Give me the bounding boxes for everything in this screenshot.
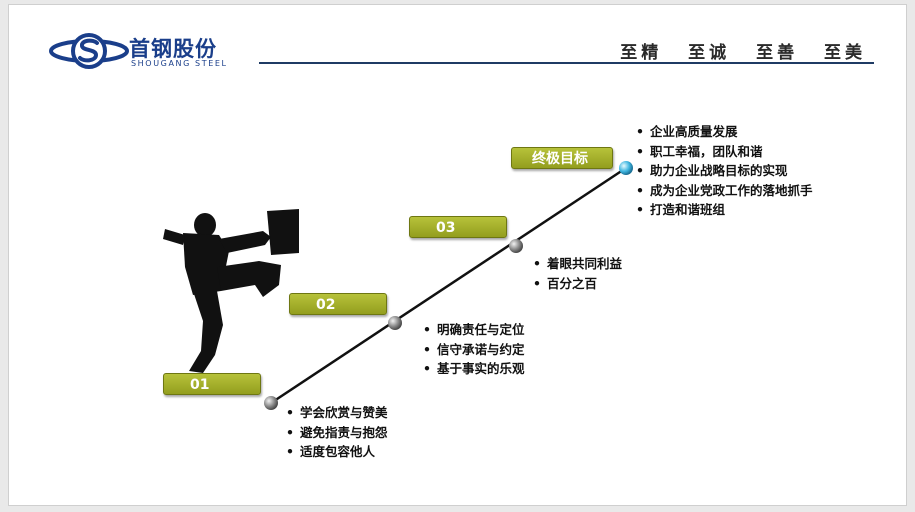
step-03-bullets: 着眼共同利益 百分之百 [533,254,622,293]
step-node-02 [388,316,402,330]
list-item: 避免指责与抱怨 [286,423,388,443]
list-item: 基于事实的乐观 [423,359,525,379]
step-label-03: 03 [409,216,507,238]
list-item: 企业高质量发展 [636,122,813,142]
progress-line [270,166,627,405]
step-node-final [619,161,633,175]
step-label-02: 02 [289,293,387,315]
step-01-bullets: 学会欣赏与赞美 避免指责与抱怨 适度包容他人 [286,403,388,462]
list-item: 明确责任与定位 [423,320,525,340]
list-item: 适度包容他人 [286,442,388,462]
list-item: 职工幸福，团队和谐 [636,142,813,162]
final-goal-bullets: 企业高质量发展 职工幸福，团队和谐 助力企业战略目标的实现 成为企业党政工作的落… [636,122,813,220]
slide: 首钢股份 SHOUGANG STEEL 至精 至诚 至善 至美 [8,4,907,506]
list-item: 信守承诺与约定 [423,340,525,360]
list-item: 打造和谐班组 [636,200,813,220]
motto-text: 至精 至诚 至善 至美 [620,43,866,63]
list-item: 成为企业党政工作的落地抓手 [636,181,813,201]
company-logo: 首钢股份 SHOUGANG STEEL [49,29,239,73]
step-label-01: 01 [163,373,261,395]
step-node-01 [264,396,278,410]
company-name-cn: 首钢股份 [129,37,217,61]
header-divider [259,62,874,64]
step-02-bullets: 明确责任与定位 信守承诺与约定 基于事实的乐观 [423,320,525,379]
list-item: 百分之百 [533,274,622,294]
list-item: 着眼共同利益 [533,254,622,274]
list-item: 助力企业战略目标的实现 [636,161,813,181]
climbing-person-silhouette-icon [163,209,299,373]
company-name-en: SHOUGANG STEEL [131,59,228,68]
step-label-final: 终极目标 [511,147,613,169]
step-node-03 [509,239,523,253]
shougang-logo-icon [49,33,129,69]
list-item: 学会欣赏与赞美 [286,403,388,423]
stair-diagram [264,161,633,410]
